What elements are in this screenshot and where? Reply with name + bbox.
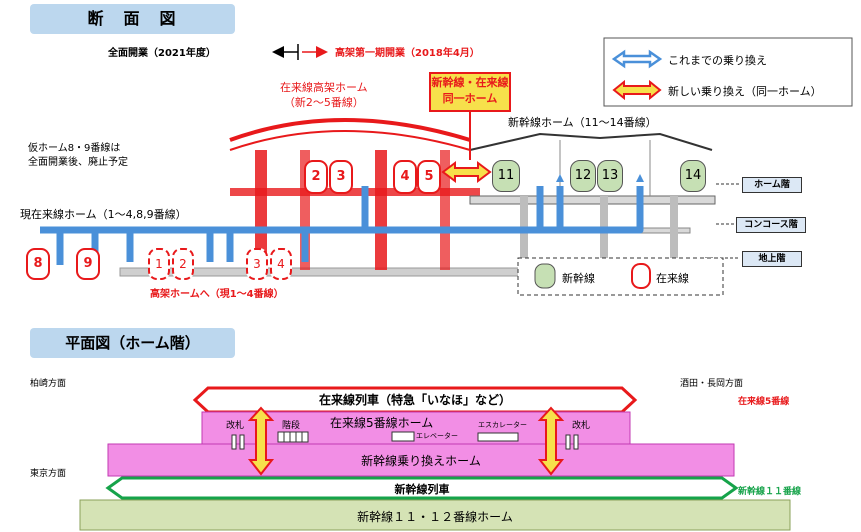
ticket-gate-right-label: 改札 [572, 421, 591, 431]
cross-section-tab: 断 面 図 [30, 4, 235, 34]
escalator-icon [477, 432, 519, 442]
track-ground-8: 8 [26, 248, 50, 280]
current-platform-label: 現在来線ホーム（1～4,8,9番線） [20, 206, 187, 222]
transfer-platform-area [107, 443, 735, 477]
elevator-label: エレベーター [416, 432, 458, 440]
track-red-2: 2 [304, 160, 328, 194]
ticket-gate-left-label: 改札 [226, 421, 245, 431]
legend-existing-transfer: これまでの乗り換え [668, 54, 767, 67]
stairs-icon [277, 431, 309, 443]
conventional-elevated-structure [229, 118, 480, 270]
track-ground-dashed-4: 4 [270, 248, 292, 280]
plan-view-tab: 平面図（ホーム階） [30, 328, 235, 358]
full-opening-label: 全面開業（2021年度） [108, 48, 216, 59]
ticket-gate-right [565, 434, 579, 450]
legend-blue-arrow-icon [611, 49, 663, 69]
shinkansen-train-label: 新幹線列車 [394, 483, 450, 496]
shinkansen-track-label: 新幹線１１番線 [738, 487, 802, 497]
platform-11-12-area [79, 499, 791, 531]
temp-platform-note: 仮ホーム8・9番線は 全面開業後、廃止予定 [28, 143, 128, 168]
stairs-label: 階段 [282, 421, 301, 431]
left-direction-bottom: 東京方面 [30, 469, 67, 479]
shinkansen-platform-label: 新幹線ホーム（11～14番線） [508, 116, 657, 129]
track-green-14: 14 [680, 160, 706, 192]
conventional-track-label: 在来線5番線 [738, 397, 790, 407]
same-platform-badge: 新幹線・在来線 同一ホーム [431, 76, 509, 105]
floor-ground-badge: 地上階 [742, 251, 802, 267]
track-red-3: 3 [329, 160, 353, 194]
shinkansen-key-swatch [534, 263, 556, 289]
ticket-gate-left [231, 434, 245, 450]
floor-concourse-badge: コンコース階 [736, 217, 806, 233]
track-ground-dashed-1: 1 [148, 248, 170, 280]
key-shinkansen-label: 新幹線 [562, 272, 595, 285]
legend-new-transfer: 新しい乗り換え（同一ホーム） [668, 85, 822, 98]
track-red-5: 5 [417, 160, 441, 194]
same-platform-transfer-arrow [441, 161, 492, 183]
track-ground-dashed-3: 3 [246, 248, 268, 280]
platform-11-12-label: 新幹線１１・１２番線ホーム [357, 510, 513, 524]
first-phase-label: 高架第一期開業（2018年4月） [335, 48, 480, 59]
platform-5-label: 在来線5番線ホーム [330, 416, 434, 430]
floor-platform-badge: ホーム階 [742, 177, 802, 193]
left-direction-top: 柏崎方面 [30, 379, 67, 389]
key-conventional-label: 在来線 [656, 272, 689, 285]
legend-yellow-arrow-icon [612, 79, 662, 101]
plan-transfer-arrows [247, 406, 565, 476]
shinkansen-elevated-structure [469, 132, 716, 270]
track-ground-dashed-2: 2 [172, 248, 194, 280]
escalator-label: エスカレーター [478, 421, 527, 429]
right-direction-top: 酒田・長岡方面 [680, 379, 744, 389]
track-green-12: 12 [570, 160, 596, 192]
track-green-13: 13 [597, 160, 623, 192]
to-elevated-label: 高架ホームへ（現1～4番線） [150, 289, 284, 300]
elevated-platform-label: 在来線高架ホーム （新2～5番線） [280, 81, 368, 109]
track-green-11: 11 [492, 160, 520, 192]
existing-transfer-arrows [40, 186, 644, 265]
elevator-icon [391, 431, 415, 442]
transfer-platform-label: 新幹線乗り換えホーム [361, 454, 481, 468]
shinkansen-train-arrow [105, 476, 739, 500]
conventional-train-label: 在来線列車（特急「いなほ」など） [318, 393, 511, 407]
track-ground-9: 9 [76, 248, 100, 280]
conventional-key-swatch [631, 263, 651, 289]
track-red-4: 4 [393, 160, 417, 194]
